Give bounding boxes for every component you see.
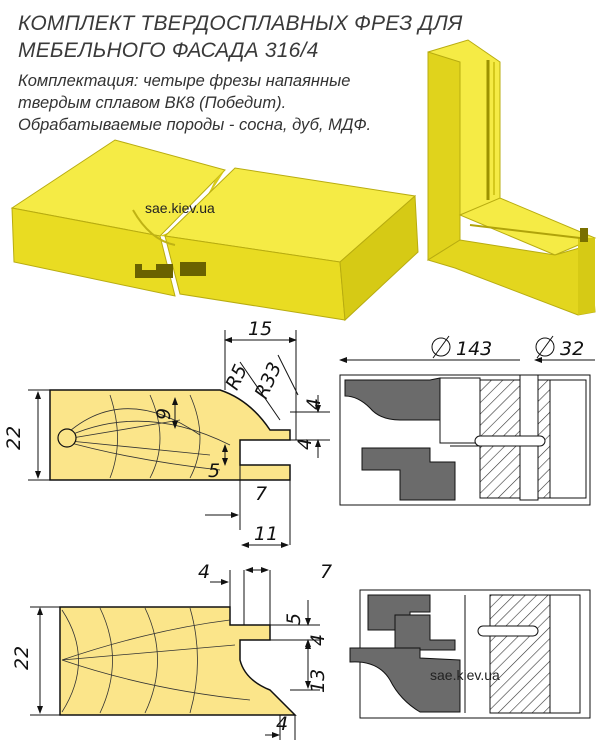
description-line-2: твердым сплавом ВК8 (Победит). bbox=[18, 94, 287, 112]
dim-top-22: 22 bbox=[3, 426, 25, 450]
panel-joint-3d bbox=[10, 139, 419, 322]
dim-bottom-13: 13 bbox=[307, 669, 329, 693]
profile-top bbox=[49, 389, 291, 481]
dim-top-r33: R33 bbox=[251, 359, 287, 402]
dim-top-4a: 4 bbox=[303, 398, 325, 410]
cutter-dimensions bbox=[339, 335, 595, 363]
title-line-2: МЕБЕЛЬНОГО ФАСАДА 316/4 bbox=[18, 39, 319, 62]
dim-bottom-22: 22 bbox=[11, 646, 33, 670]
dim-bottom-7: 7 bbox=[320, 561, 332, 583]
dim-bottom-4b: 4 bbox=[307, 634, 329, 646]
watermark-bottom: sae.kiev.ua bbox=[430, 667, 500, 683]
dimensions-top bbox=[28, 330, 330, 548]
dim-bottom-4: 4 bbox=[198, 561, 210, 583]
dim-top-7: 7 bbox=[255, 483, 267, 505]
profile-bottom bbox=[59, 606, 297, 716]
page-title: КОМПЛЕКТ ТВЕРДОСПЛАВНЫХ ФРЕЗ ДЛЯ МЕБЕЛЬН… bbox=[18, 10, 538, 64]
description-line-1: Комплектация: четыре фрезы напаянные bbox=[18, 72, 351, 90]
dimensions-bottom bbox=[30, 567, 320, 740]
description-line-3: Обрабатываемые породы - сосна, дуб, МДФ. bbox=[18, 116, 372, 134]
dim-diameter-143: 143 bbox=[456, 338, 492, 360]
description: Комплектация: четыре фрезы напаянные тве… bbox=[18, 70, 448, 136]
cutter-section-top bbox=[339, 374, 591, 506]
dim-top-9: 9 bbox=[153, 408, 175, 420]
dim-bottom-5: 5 bbox=[283, 613, 305, 625]
dim-diameter-32: 32 bbox=[560, 338, 584, 360]
dim-top-15: 15 bbox=[248, 318, 272, 340]
dim-top-11: 11 bbox=[254, 523, 278, 545]
title-line-1: КОМПЛЕКТ ТВЕРДОСПЛАВНЫХ ФРЕЗ ДЛЯ bbox=[18, 12, 463, 35]
dim-top-r5: R5 bbox=[221, 361, 252, 393]
dim-top-4b: 4 bbox=[294, 438, 316, 450]
watermark-top: sae.kiev.ua bbox=[145, 200, 215, 216]
frame-corner-3d bbox=[426, 39, 597, 316]
dim-bottom-4c: 4 bbox=[276, 713, 288, 735]
dim-top-5: 5 bbox=[208, 460, 220, 482]
cutter-section-bottom bbox=[349, 589, 591, 719]
